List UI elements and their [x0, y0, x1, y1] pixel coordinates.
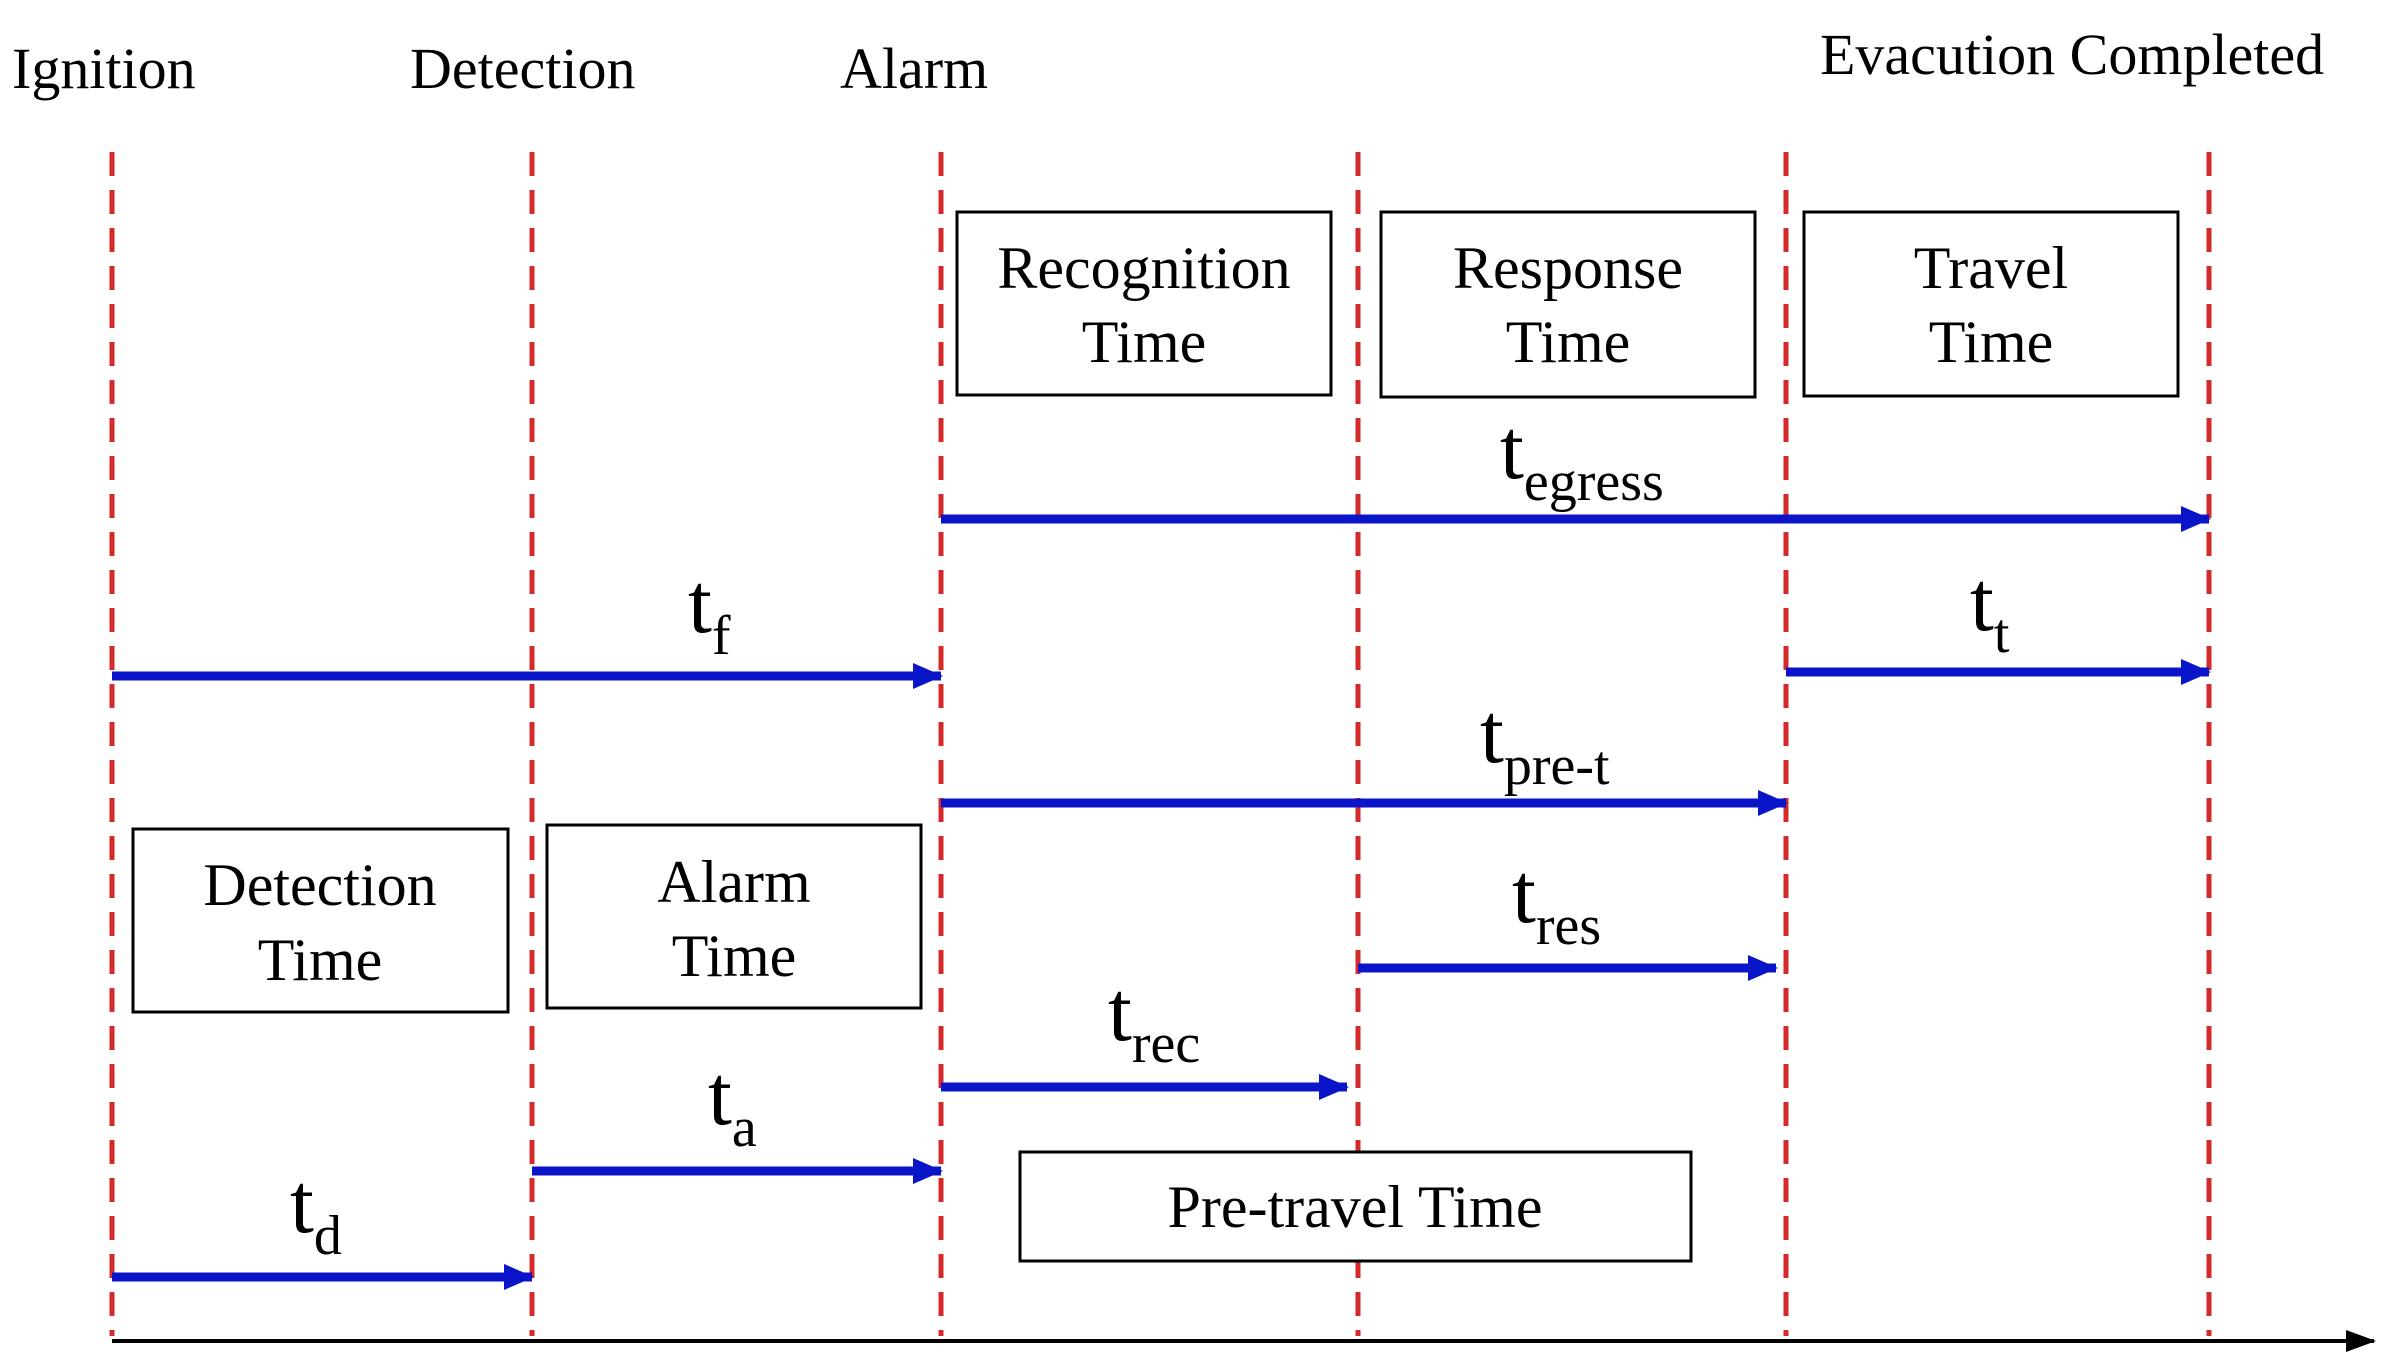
label-t-d-symbol: t: [290, 1155, 314, 1251]
response-time-line1: Response: [1453, 235, 1683, 301]
label-t-egress-symbol: t: [1500, 401, 1524, 497]
event-label-detection: Detection: [410, 36, 635, 101]
label-t-f-subscript: f: [712, 605, 731, 667]
alarm-time-line2: Time: [672, 923, 797, 989]
label-t-a: ta: [708, 1047, 757, 1159]
event-label-ignition: Ignition: [12, 36, 196, 101]
detection-time-box: Detection Time: [131, 827, 510, 1014]
label-t-res-subscript: res: [1536, 895, 1601, 957]
label-t-t-subscript: t: [1994, 603, 2010, 665]
travel-time-line1: Travel: [1914, 235, 2068, 301]
guide-lines: [109, 152, 2212, 1336]
label-t-d-subscript: d: [314, 1205, 342, 1267]
label-t-rec-symbol: t: [1108, 963, 1132, 1059]
label-t-egress-subscript: egress: [1524, 451, 1664, 513]
label-t-rec-subscript: rec: [1132, 1013, 1200, 1075]
label-t-f: tf: [688, 555, 731, 667]
pre-travel-time-box: Pre-travel Time: [1018, 1150, 1693, 1263]
label-t-a-symbol: t: [708, 1047, 732, 1143]
recognition-time-line2: Time: [1082, 309, 1207, 375]
recognition-time-line1: Recognition: [997, 235, 1290, 301]
label-t-res-symbol: t: [1512, 845, 1536, 941]
event-label-evacuation-completed: Evacution Completed: [1820, 22, 2324, 87]
label-t-res: tres: [1512, 845, 1601, 957]
travel-time-box: Travel Time: [1802, 210, 2180, 398]
label-t-egress: tegress: [1500, 401, 1664, 513]
detection-time-line2: Time: [258, 927, 383, 993]
detection-time-line1: Detection: [203, 852, 436, 918]
interval-arrows: [112, 506, 2211, 1290]
event-label-alarm: Alarm: [840, 36, 988, 101]
label-t-f-symbol: t: [688, 555, 712, 651]
alarm-time-line1: Alarm: [657, 849, 810, 915]
label-t-t: tt: [1970, 553, 2010, 665]
label-t-rec: trec: [1108, 963, 1200, 1075]
travel-time-line2: Time: [1929, 309, 2054, 375]
label-t-a-subscript: a: [732, 1097, 757, 1159]
recognition-time-box: Recognition Time: [955, 210, 1333, 397]
label-t-pre-t-symbol: t: [1480, 685, 1504, 781]
alarm-time-box: Alarm Time: [545, 823, 923, 1010]
label-t-t-symbol: t: [1970, 553, 1994, 649]
response-time-line2: Time: [1506, 309, 1631, 375]
label-t-pre-t-subscript: pre-t: [1504, 735, 1610, 797]
label-t-pre-t: tpre-t: [1480, 685, 1610, 797]
response-time-box: Response Time: [1379, 210, 1757, 399]
pre-travel-time-label: Pre-travel Time: [1168, 1174, 1543, 1240]
label-t-d: td: [290, 1155, 342, 1267]
